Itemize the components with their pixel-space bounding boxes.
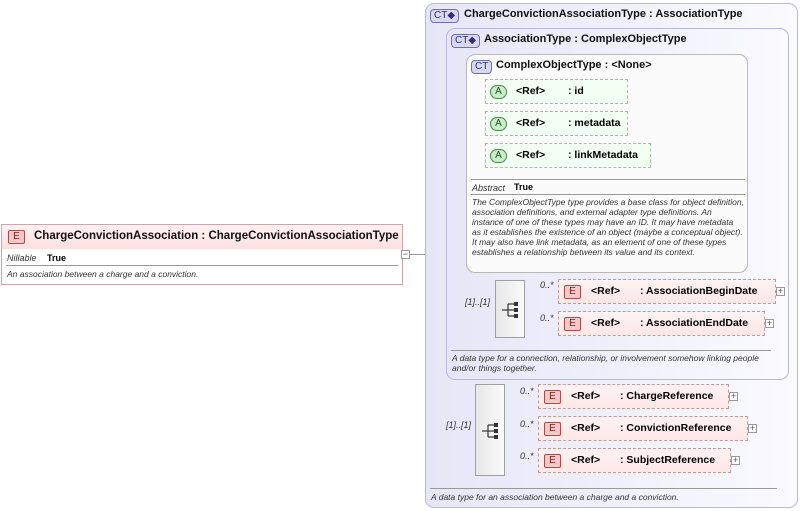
attribute-ref: <Ref> [516, 117, 546, 129]
element-association-end-date[interactable]: E <Ref> : AssociationEndDate [558, 311, 765, 336]
divider [6, 265, 398, 266]
type-separator: : [604, 59, 609, 71]
inner-type-title: ComplexObjectType : <None> [496, 59, 652, 71]
root-element-box[interactable]: E ChargeConvictionAssociation : ChargeCo… [1, 224, 410, 285]
attribute-name: : metadata [568, 117, 621, 129]
outer-type-title: ChargeConvictionAssociationType : Associ… [464, 8, 743, 20]
attribute-name: : id [568, 85, 584, 97]
outer-type-base: AssociationType [655, 8, 743, 20]
attribute-ref: <Ref> [516, 85, 546, 97]
connector-line [403, 254, 435, 255]
attribute-id[interactable]: A <Ref> : id [485, 79, 628, 104]
element-ref: <Ref> [591, 285, 621, 297]
outer-type-description: A data type for an association between a… [431, 492, 679, 502]
expand-icon[interactable]: + [765, 318, 774, 328]
sequence-occurrence: [1]..[1] [446, 420, 472, 430]
element-occurrence: 0..* [540, 280, 554, 290]
element-occurrence: 0..* [520, 386, 534, 396]
sequence-compositor[interactable] [475, 384, 505, 476]
extension-icon: ◆ [447, 10, 456, 21]
element-name: : AssociationBeginDate [640, 285, 758, 297]
attribute-linkmetadata[interactable]: A <Ref> : linkMetadata [485, 143, 651, 168]
element-ref: <Ref> [591, 317, 621, 329]
element-name: : SubjectReference [620, 454, 716, 466]
inner-type-name: ComplexObjectType [496, 59, 602, 71]
type-separator: : [574, 33, 578, 45]
divider [430, 488, 777, 489]
type-separator: : [649, 8, 653, 20]
complex-type-badge: CT◆ [451, 34, 481, 48]
root-element-description: An association between a charge and a co… [7, 269, 199, 279]
extension-icon: ◆ [468, 35, 477, 46]
element-badge: E [544, 390, 561, 404]
type-separator: : [201, 230, 206, 242]
sequence-occurrence: [1]..[1] [465, 297, 491, 307]
root-element-header [2, 225, 402, 249]
sequence-compositor[interactable] [495, 280, 525, 338]
element-name: : AssociationEndDate [640, 317, 749, 329]
complex-type-badge: CT◆ [430, 9, 460, 23]
element-conviction-reference[interactable]: E <Ref> : ConvictionReference [538, 416, 748, 441]
abstract-label: Abstract [472, 183, 506, 193]
attribute-badge: A [490, 117, 507, 131]
inner-type-description: The ComplexObjectType type provides a ba… [472, 197, 744, 257]
element-ref: <Ref> [571, 390, 601, 402]
inner-type-base: <None> [611, 59, 652, 71]
attribute-badge: A [490, 85, 507, 99]
divider [471, 179, 745, 180]
element-occurrence: 0..* [520, 451, 534, 461]
element-badge: E [544, 422, 561, 436]
middle-type-description: A data type for a connection, relationsh… [452, 353, 759, 373]
complex-type-badge: CT [471, 60, 493, 74]
nillable-value: True [47, 253, 67, 263]
element-name: : ChargeReference [620, 390, 714, 402]
element-name: : ConvictionReference [620, 422, 732, 434]
middle-type-base: ComplexObjectType [581, 33, 687, 45]
nillable-label: Nillable [7, 253, 37, 263]
element-badge: E [564, 285, 581, 299]
element-subject-reference[interactable]: E <Ref> : SubjectReference [538, 448, 731, 473]
divider [471, 194, 745, 195]
element-association-begin-date[interactable]: E <Ref> : AssociationBeginDate [558, 279, 776, 304]
expand-icon[interactable]: + [748, 423, 757, 433]
expand-icon[interactable]: + [776, 286, 785, 296]
element-ref: <Ref> [571, 454, 601, 466]
attribute-metadata[interactable]: A <Ref> : metadata [485, 111, 628, 136]
expand-icon[interactable]: + [729, 391, 738, 401]
attribute-ref: <Ref> [516, 149, 546, 161]
element-charge-reference[interactable]: E <Ref> : ChargeReference [538, 384, 729, 409]
root-element-type: ChargeConvictionAssociationType [208, 230, 399, 242]
attribute-badge: A [490, 149, 507, 163]
root-element-name: ChargeConvictionAssociation [34, 230, 199, 242]
root-element-title: ChargeConvictionAssociation : ChargeConv… [34, 230, 399, 242]
middle-type-name: AssociationType [484, 33, 572, 45]
element-badge: E [8, 230, 25, 244]
expand-icon[interactable]: + [731, 455, 740, 465]
attribute-name: : linkMetadata [568, 149, 639, 161]
sequence-icon [482, 423, 498, 439]
element-badge: E [544, 454, 561, 468]
element-occurrence: 0..* [540, 313, 554, 323]
sequence-icon [502, 302, 518, 318]
middle-type-title: AssociationType : ComplexObjectType [484, 33, 687, 45]
element-badge: E [564, 317, 581, 331]
element-occurrence: 0..* [520, 419, 534, 429]
element-ref: <Ref> [571, 422, 601, 434]
collapse-icon[interactable]: − [401, 249, 410, 259]
abstract-value: True [514, 182, 534, 192]
divider [451, 350, 771, 351]
outer-type-name: ChargeConvictionAssociationType [464, 8, 646, 20]
